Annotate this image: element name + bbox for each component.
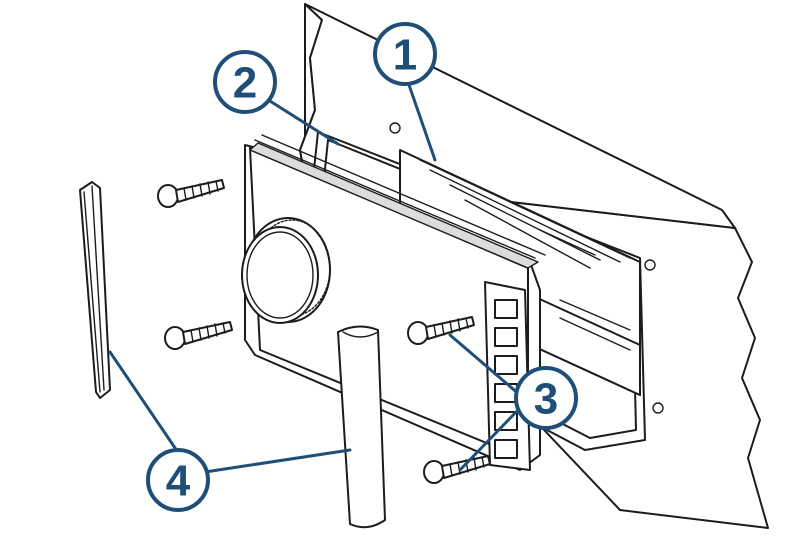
callout-1: 1 [373,22,437,86]
callout-4: 4 [146,448,210,512]
leader-1 [406,80,437,162]
screw-mid-left [164,321,233,350]
screw-lower-right [423,455,491,484]
screw-upper-right [407,316,475,345]
leader-2 [260,94,340,146]
control-knob [241,217,331,324]
callout-1-label: 1 [393,31,417,80]
trim-strip [79,181,111,399]
screw-top-left [157,179,225,208]
callout-4-label: 4 [166,457,191,506]
callout-3: 3 [514,366,578,430]
callout-2: 2 [213,50,277,114]
front-bezel [244,134,546,471]
leader-3b [458,406,522,472]
leader-4b [203,448,352,474]
leader-3a [448,333,522,397]
cover-tube [337,325,386,529]
callout-3-label: 3 [534,375,558,424]
callout-2-label: 2 [233,59,257,108]
